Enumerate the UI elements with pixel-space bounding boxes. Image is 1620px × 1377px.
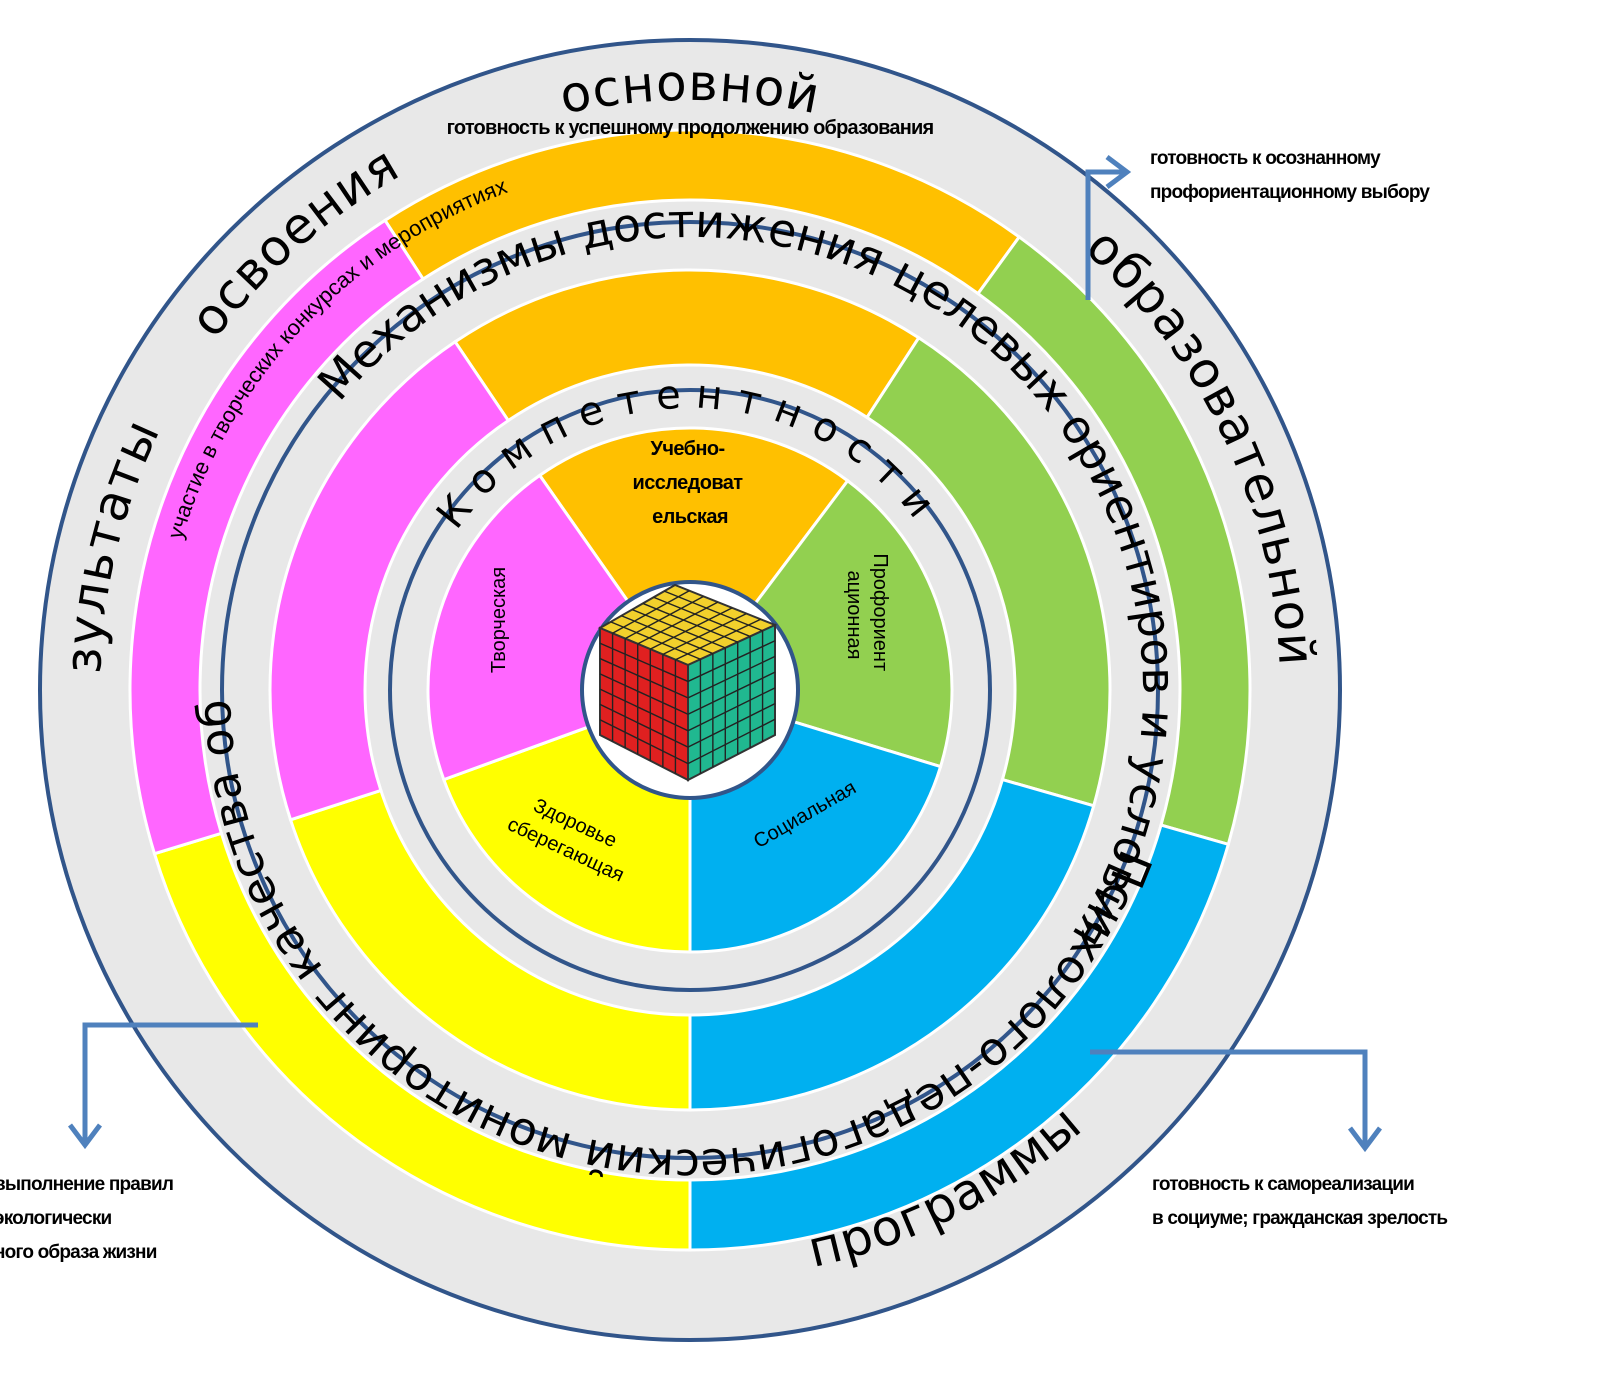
- callout-top-right: готовность к осознанному профориентацион…: [1150, 148, 1430, 203]
- svg-text:готовность к успешному продолж: готовность к успешному продолжению образ…: [447, 117, 934, 139]
- outer-sector-magenta: [128, 218, 426, 856]
- core-label-uchebno: Учебно- исследоват ельская: [633, 438, 748, 528]
- core-label-tvorcheskaya: Творческая: [488, 567, 510, 673]
- arrow-bottom-left: [68, 1022, 258, 1150]
- arrow-top-right: [1085, 155, 1132, 300]
- core-sector-orange: [537, 426, 850, 693]
- cube-image: [580, 580, 800, 800]
- arrow-bottom-right: [1090, 1049, 1382, 1153]
- outer-sector-band: [128, 128, 1252, 1252]
- callout-bottom-left: выполнение правил экологически ного обра…: [0, 1174, 174, 1263]
- core-label-proforientacionnaya: Профориент ационная: [843, 553, 891, 676]
- callout-bottom-right: готовность к самореализации в социуме; г…: [1152, 1174, 1448, 1229]
- middle-sector-magenta: [268, 339, 511, 822]
- orange-outer-text: готовность к успешному продолжению образ…: [447, 117, 935, 139]
- middle-sector-band: [268, 268, 1112, 1112]
